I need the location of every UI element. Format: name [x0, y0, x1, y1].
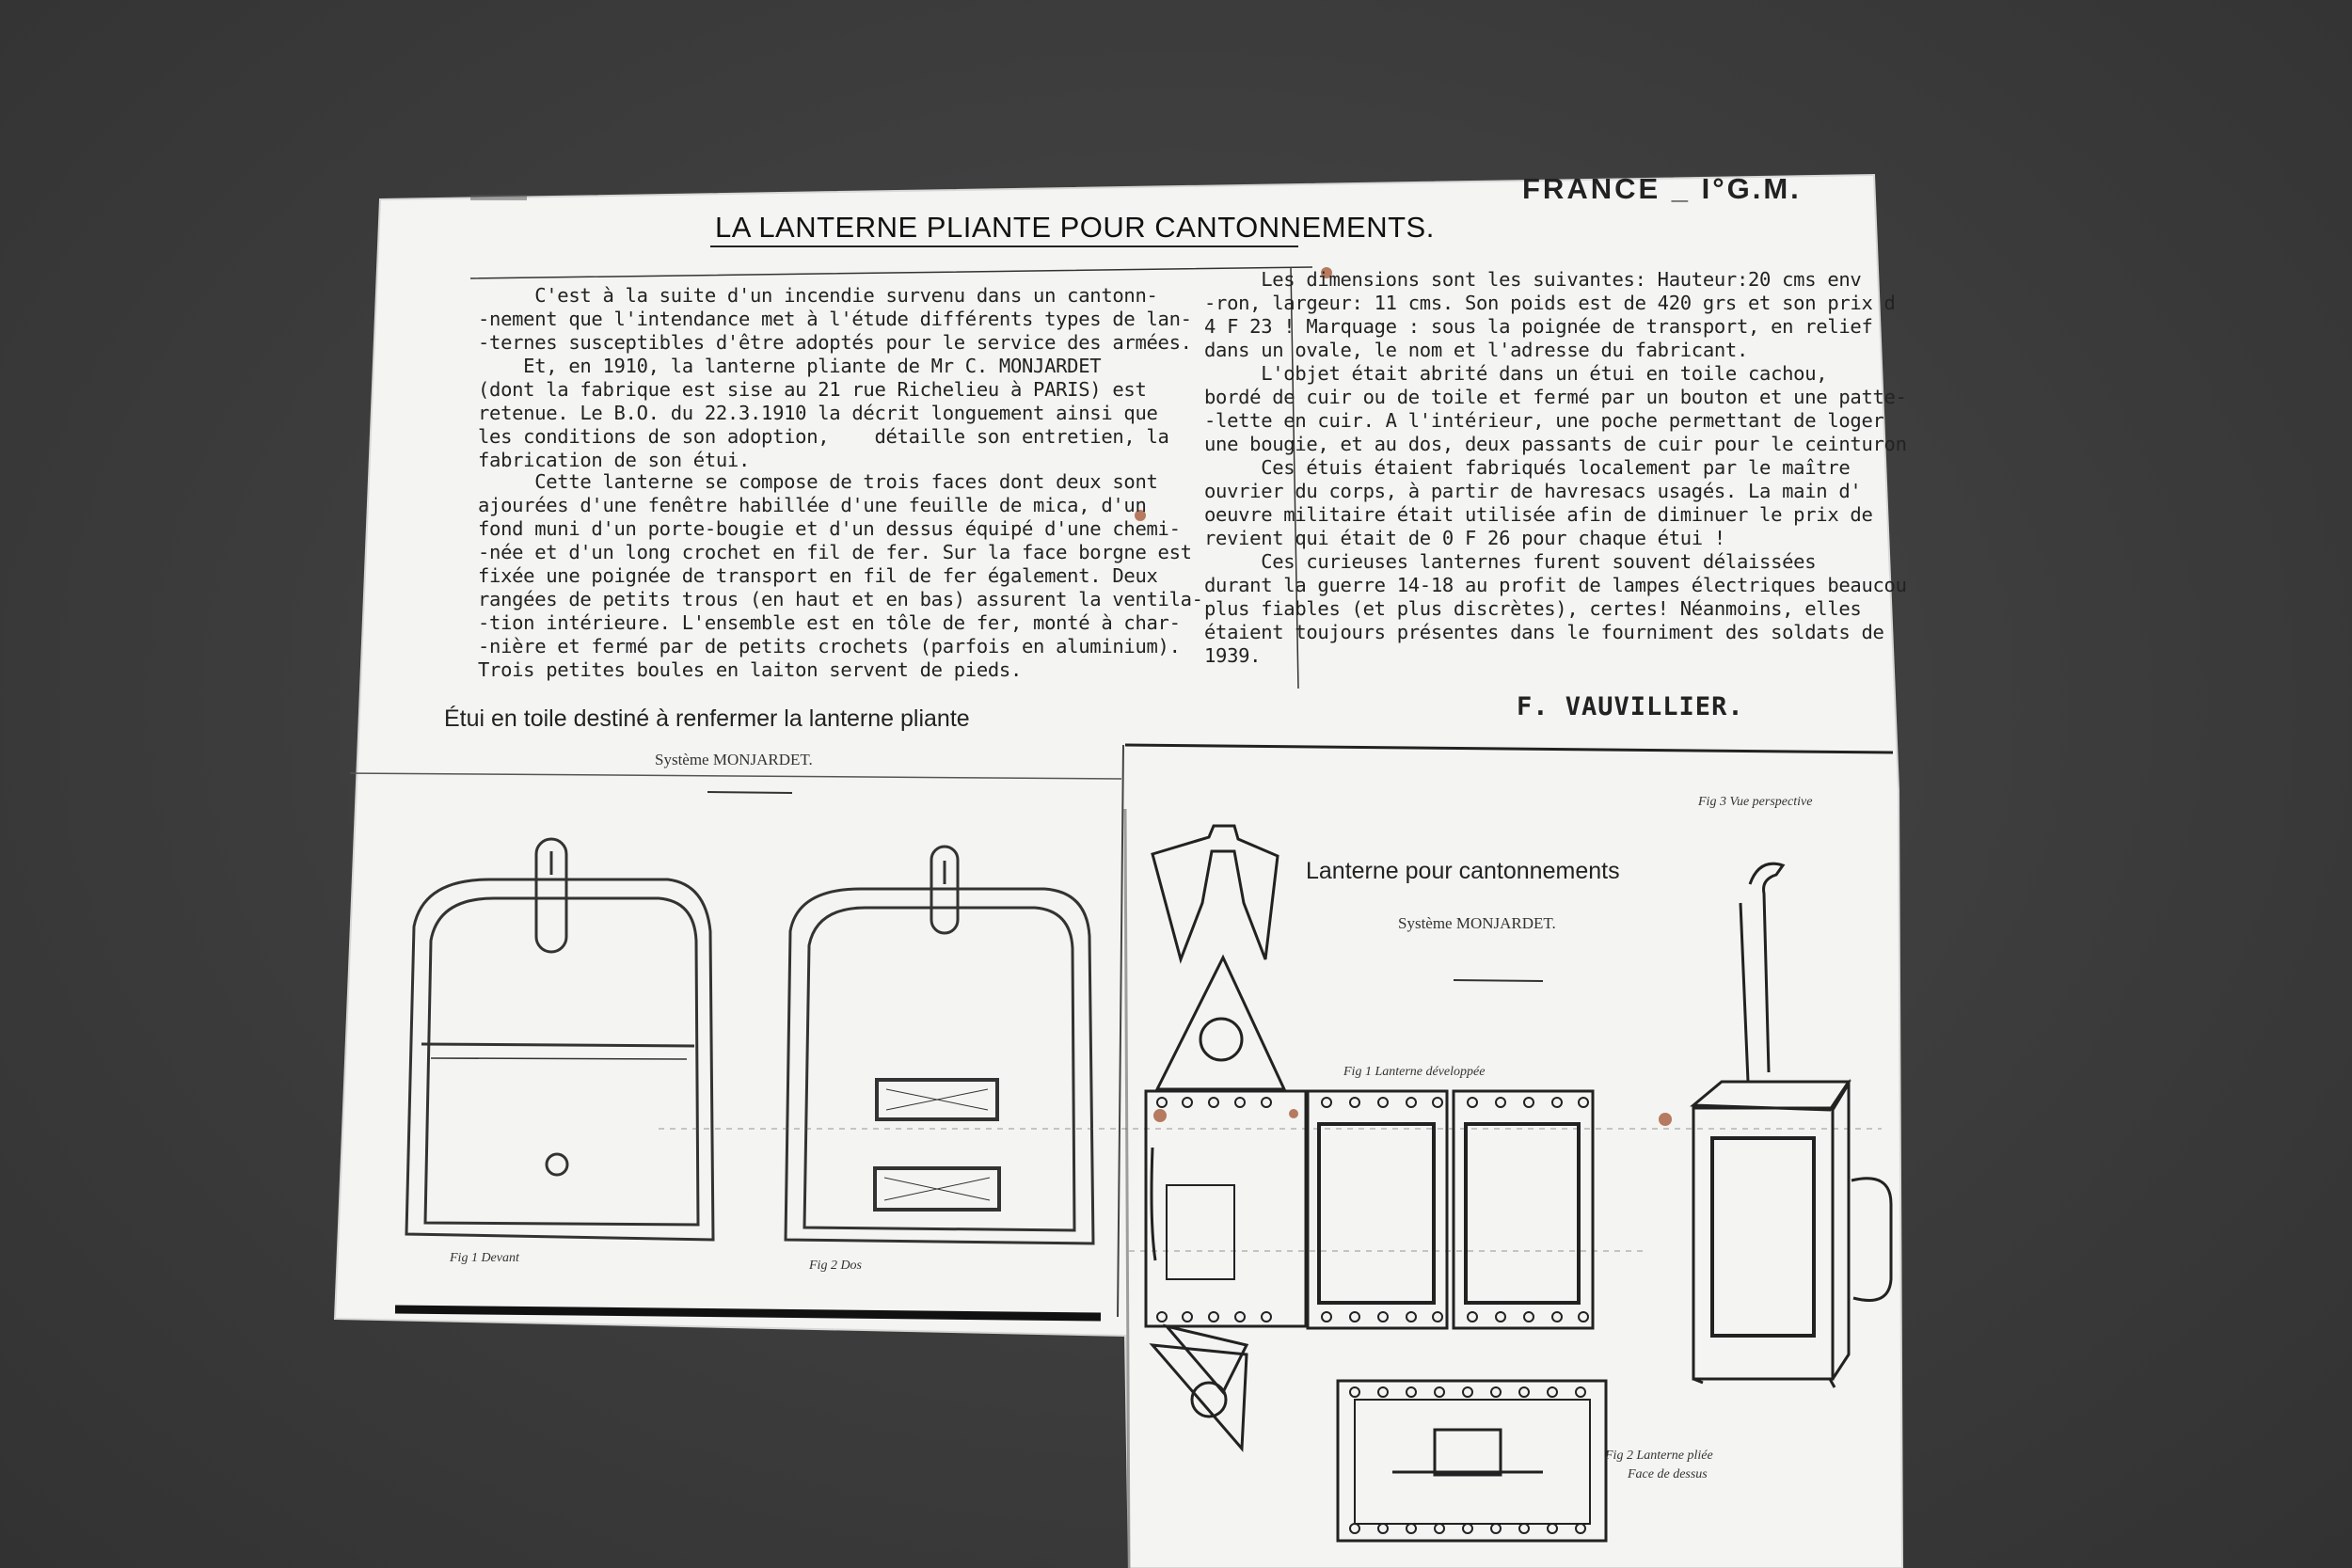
fig1-caption: Fig 1 Devant [450, 1251, 519, 1265]
fig2-caption: Fig 2 Dos [809, 1259, 862, 1273]
text-line: fabrication de son étui. [478, 449, 751, 471]
lantern-developed-drawing [1144, 824, 1608, 1543]
text-line: plus fiables (et plus discrètes), certes… [1204, 597, 1862, 620]
text-line: Et, en 1910, la lanterne pliante de Mr C… [478, 355, 1102, 377]
text-line: oeuvre militaire était utilisée afin de … [1204, 503, 1873, 526]
text-line: revient qui était de 0 F 26 pour chaque … [1204, 527, 1725, 549]
text-line: -ternes susceptibles d'être adoptés pour… [478, 331, 1192, 354]
text-line: -ron, largeur: 11 cms. Son poids est de … [1204, 292, 1896, 314]
text-line: bordé de cuir ou de toile et fermé par u… [1204, 386, 1907, 408]
left-fig-rule [349, 772, 1122, 780]
text-line: étaient toujours présentes dans le fourn… [1204, 621, 1884, 643]
text-line: ouvrier du corps, à partir de havresacs … [1204, 480, 1862, 502]
left-figure-title: Étui en toile destiné à renfermer la lan… [444, 705, 970, 732]
fig-developed-caption: Fig 1 Lanterne développée [1343, 1065, 1486, 1079]
text-line: -lette en cuir. A l'intérieur, une poche… [1204, 409, 1884, 432]
text-line: fixée une poignée de transport en fil de… [478, 564, 1158, 587]
rivet-holes [1156, 1097, 1589, 1534]
text-line: ajourées d'une fenêtre habillée d'une fe… [478, 494, 1147, 516]
text-line: -née et d'un long crochet en fil de fer.… [478, 541, 1192, 563]
text-line: Les dimensions sont les suivantes: Haute… [1204, 268, 1862, 291]
text-line: (dont la fabrique est sise au 21 rue Ric… [478, 378, 1147, 401]
right-fig-frame [1124, 743, 1894, 754]
text-line: 4 F 23 ! Marquage : sous la poignée de t… [1204, 315, 1873, 338]
fig3-caption: Fig 3 Vue perspective [1698, 795, 1813, 809]
text-line: rangées de petits trous (en haut et en b… [478, 588, 1203, 610]
etui-front-drawing [405, 837, 715, 1242]
text-line: fond muni d'un porte-bougie et d'un dess… [478, 517, 1181, 540]
text-line: -nière et fermé par de petits crochets (… [478, 635, 1181, 657]
text-line: Ces curieuses lanternes furent souvent d… [1204, 550, 1817, 573]
text-line: retenue. Le B.O. du 22.3.1910 la décrit … [478, 402, 1158, 424]
rust-spots [1135, 267, 1672, 1126]
text-line: durant la guerre 14-18 au profit de lamp… [1204, 574, 1907, 596]
country-header: FRANCE _ I°G.M. [1522, 172, 1802, 205]
fig-folded-caption: Fig 2 Lanterne pliée [1605, 1449, 1713, 1463]
lantern-perspective-drawing [1690, 862, 1893, 1388]
text-line: Trois petites boules en laiton servent d… [478, 658, 1023, 681]
text-line: dans un ovale, le nom et l'adresse du fa… [1204, 339, 1749, 361]
text-line: C'est à la suite d'un incendie survenu d… [478, 284, 1158, 307]
text-line: -nement que l'intendance met à l'étude d… [478, 308, 1192, 330]
text-line: Ces étuis étaient fabriqués localement p… [1204, 456, 1851, 479]
right-figure-subtitle: Système MONJARDET. [1398, 914, 1556, 932]
text-line: 1939. [1204, 644, 1262, 667]
text-line: L'objet était abrité dans un étui en toi… [1204, 362, 1828, 385]
copy-edge-right [1123, 808, 1131, 1568]
text-line: les conditions de son adoption, détaille… [478, 425, 1169, 448]
author-signature: F. VAUVILLIER. [1517, 692, 1744, 721]
text-line: -tion intérieure. L'ensemble est en tôle… [478, 611, 1181, 634]
copy-edge-bottom [394, 1305, 1102, 1322]
paper-shape [333, 173, 1904, 1568]
etui-back-drawing [784, 845, 1095, 1245]
fig-folded-subcaption: Face de dessus [1628, 1467, 1708, 1481]
left-figure-subtitle: Système MONJARDET. [655, 751, 813, 768]
text-line: une bougie, et au dos, deux passants de … [1204, 433, 1907, 455]
right-figure-title: Lanterne pour cantonnements [1306, 858, 1620, 884]
text-line: Cette lanterne se compose de trois faces… [478, 470, 1158, 493]
document-title: LA LANTERNE PLIANTE POUR CANTONNEMENTS. [715, 211, 1435, 244]
text-frame [469, 266, 1313, 689]
